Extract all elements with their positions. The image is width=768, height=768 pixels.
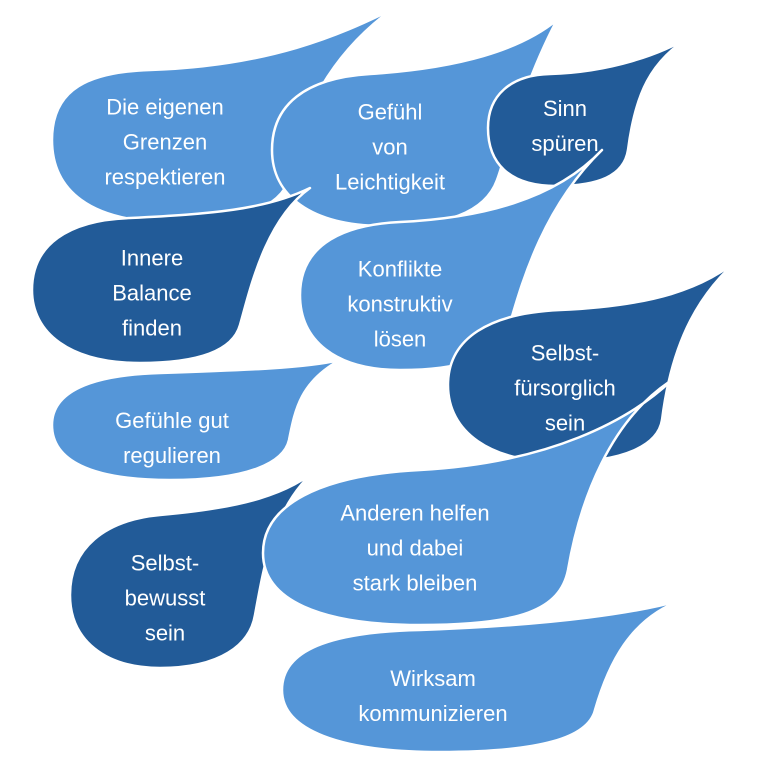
drop-shape-balance — [30, 186, 312, 365]
drop-shape-helfen — [261, 378, 674, 627]
drop-shape-gefuehle — [50, 358, 342, 482]
drop-shape-wirksam — [280, 598, 684, 754]
drop-shape-selbstbewusst — [68, 463, 324, 670]
drop-shape-konflikte — [298, 148, 604, 372]
drop-shape-sinn — [486, 33, 695, 188]
